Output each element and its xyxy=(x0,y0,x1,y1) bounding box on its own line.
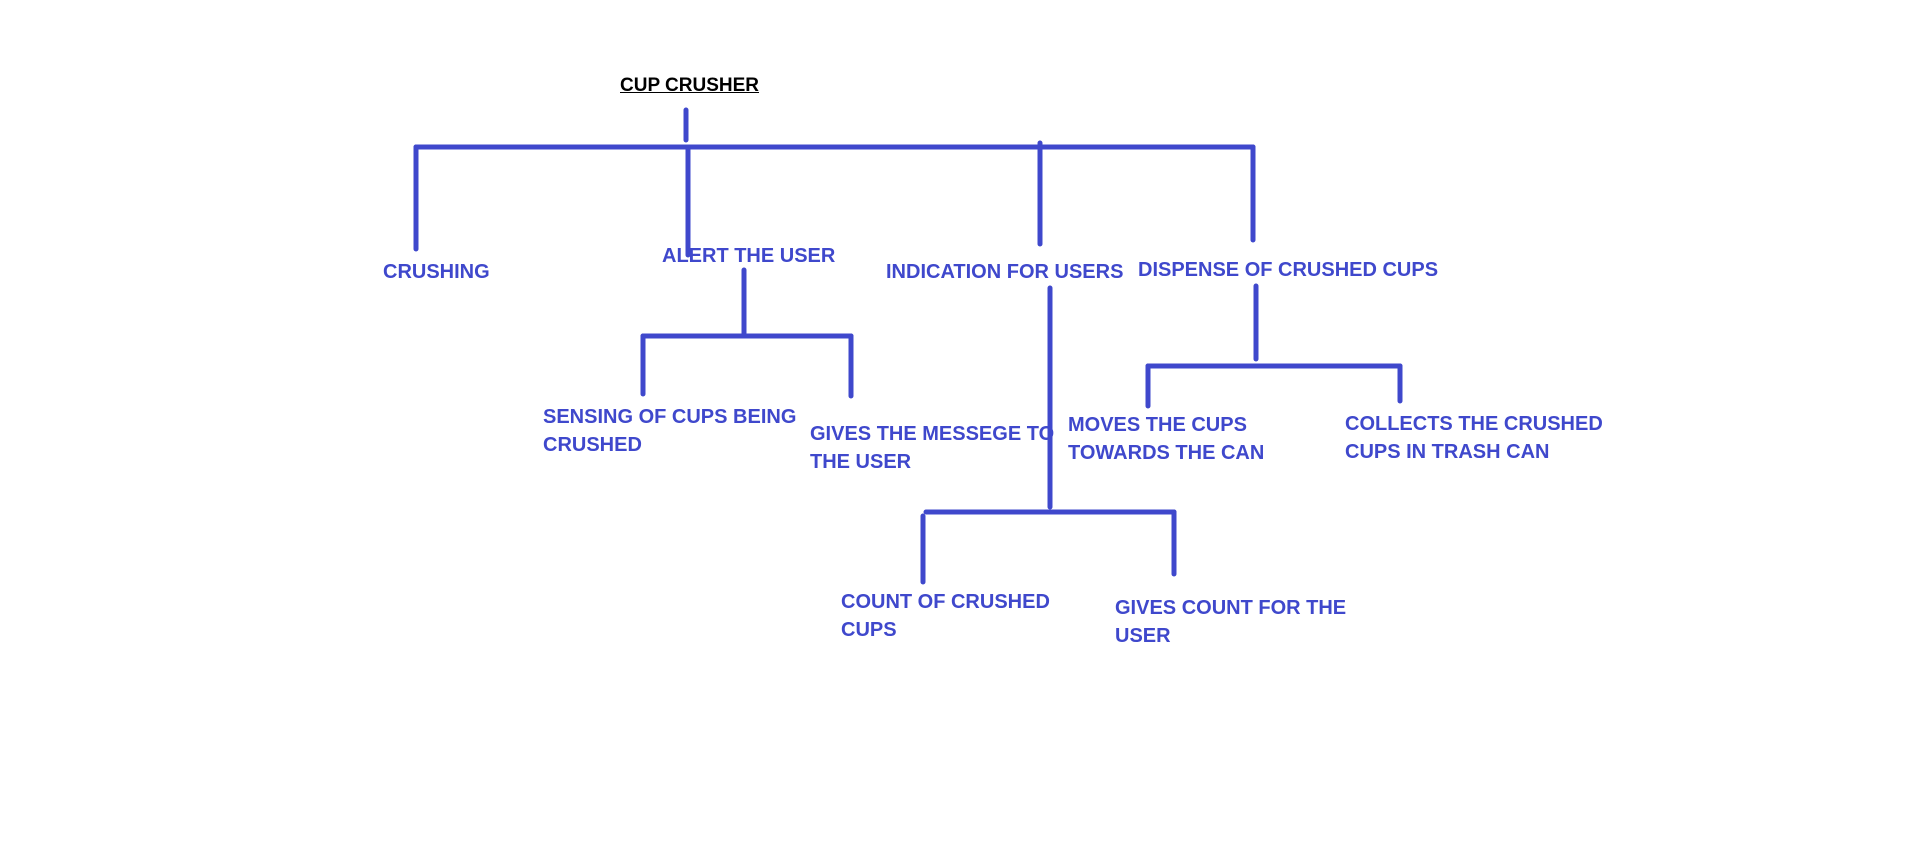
node-sensing-line-2: CRUSHED xyxy=(543,434,642,456)
node-gives-count-line-1: GIVES COUNT FOR THE xyxy=(1115,597,1347,619)
node-collects-cups-line-2: CUPS IN TRASH CAN xyxy=(1345,441,1550,463)
node-indication-for-users: INDICATION FOR USERS xyxy=(886,261,1124,283)
node-gives-message: GIVES THE MESSEGE TO THE USER xyxy=(810,420,1054,476)
node-gives-count-line-2: USER xyxy=(1115,625,1171,647)
node-dispense-of-crushed-cups: DISPENSE OF CRUSHED CUPS xyxy=(1138,259,1439,281)
node-count-line-2: CUPS xyxy=(841,619,897,641)
node-sensing-of-cups: SENSING OF CUPS BEING CRUSHED xyxy=(543,403,796,459)
node-moves-cups: MOVES THE CUPS TOWARDS THE CAN xyxy=(1068,411,1264,467)
node-count-of-crushed-cups: COUNT OF CRUSHED CUPS xyxy=(841,588,1050,644)
node-sensing-line-1: SENSING OF CUPS BEING xyxy=(543,406,797,428)
node-crushing: CRUSHING xyxy=(383,261,490,283)
node-moves-cups-line-1: MOVES THE CUPS xyxy=(1068,414,1247,436)
line-group xyxy=(413,107,1403,585)
node-count-line-1: COUNT OF CRUSHED xyxy=(841,591,1050,613)
node-moves-cups-line-2: TOWARDS THE CAN xyxy=(1068,442,1265,464)
node-collects-cups: COLLECTS THE CRUSHED CUPS IN TRASH CAN xyxy=(1345,410,1603,466)
node-gives-message-line-2: THE USER xyxy=(810,451,912,473)
node-gives-count: GIVES COUNT FOR THE USER xyxy=(1115,594,1346,650)
diagram-title: CUP CRUSHER xyxy=(620,75,760,96)
node-alert-the-user: ALERT THE USER xyxy=(662,245,836,267)
node-gives-message-line-1: GIVES THE MESSEGE TO xyxy=(810,423,1055,445)
node-collects-cups-line-1: COLLECTS THE CRUSHED xyxy=(1345,413,1603,435)
